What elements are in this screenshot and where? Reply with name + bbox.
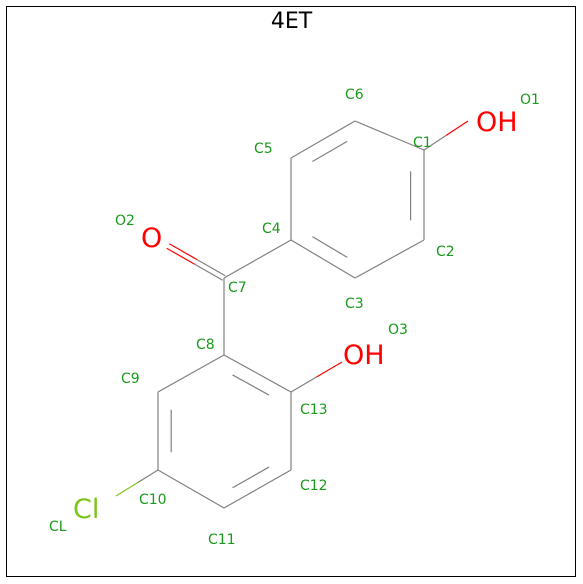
bond-c10-c11: [157, 469, 192, 490]
bond-c2-c3: [389, 239, 425, 260]
bond-c11-c12: [223, 488, 258, 509]
atom-label-c6: C6: [345, 87, 364, 103]
bond-c4-c7: [257, 239, 292, 260]
atom-label-o1: O1: [520, 92, 540, 108]
bond-c3-c4-inner: [312, 236, 348, 258]
bond-c13-o3: [316, 361, 343, 378]
bond-c13-c8-inner: [232, 374, 270, 396]
bond-c10-cl: [136, 469, 159, 484]
atom-symbol-o3: OH: [343, 340, 385, 371]
bond-c7-o2: [196, 259, 226, 277]
atom-label-c7: C7: [228, 280, 247, 296]
atom-label-c8: C8: [196, 337, 215, 353]
atom-label-c3: C3: [345, 296, 364, 312]
atom-label-c4: C4: [262, 221, 281, 237]
diagram-title: 4ET: [270, 9, 313, 34]
bond-c3-c4: [322, 258, 356, 279]
atom-label-c12: C12: [300, 478, 328, 494]
bond-c7-o2-second: [166, 247, 196, 265]
atom-symbol-o2: O: [141, 223, 162, 254]
atom-label-c10: C10: [139, 492, 167, 508]
bond-c2-c3: [354, 258, 390, 279]
bond-c5-c6: [290, 138, 324, 159]
atom-label-c5: C5: [254, 141, 273, 157]
bond-c4-c7: [223, 258, 258, 279]
bond-c6-c1: [354, 120, 390, 137]
diagram-frame: [6, 6, 576, 577]
bond-c5-c6: [322, 120, 356, 141]
bond-c13-c8: [223, 354, 258, 375]
bond-c7-o2: [168, 243, 198, 261]
bond-c3-c4: [290, 239, 324, 260]
atom-label-c11: C11: [208, 532, 236, 548]
bond-c1-o1: [423, 134, 447, 151]
atom-symbol-o1: OH: [476, 107, 518, 138]
bond-c7-o2-second: [194, 263, 224, 281]
bond-c8-c9: [157, 372, 192, 393]
atom-label-c9: C9: [121, 371, 140, 387]
bond-c8-c9: [190, 354, 225, 375]
bond-c11-c12: [257, 469, 292, 490]
bond-c10-cl: [115, 482, 138, 497]
bond-c6-c1: [389, 134, 425, 151]
atom-label-o2: O2: [115, 213, 135, 229]
bond-c10-c11: [190, 488, 225, 509]
atom-label-c1: C1: [413, 135, 432, 151]
bond-c1-o1: [445, 120, 469, 137]
atom-label-c2: C2: [436, 244, 455, 260]
bond-c13-o3: [290, 376, 317, 393]
bond-c11-c12-inner: [232, 466, 270, 489]
atom-symbol-cl: Cl: [73, 494, 99, 525]
bond-c13-c8: [257, 372, 292, 393]
atom-label-o3: O3: [388, 322, 408, 338]
bond-c5-c6-inner: [312, 140, 348, 162]
atom-label-cl: CL: [49, 519, 67, 535]
atom-label-c13: C13: [300, 402, 328, 418]
